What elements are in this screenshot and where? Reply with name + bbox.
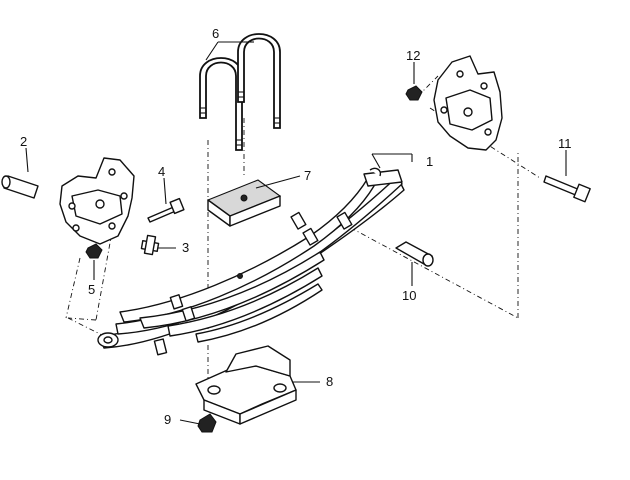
u-bolts xyxy=(199,33,281,151)
callout-12: 12 xyxy=(406,48,420,63)
callout-1: 1 xyxy=(426,154,433,169)
callout-10: 10 xyxy=(402,288,416,303)
nut-12 xyxy=(405,85,423,101)
front-hanger-bracket xyxy=(59,157,135,245)
rear-bushing-10 xyxy=(395,241,434,267)
spring-pin-2 xyxy=(1,175,39,199)
leaf-spring xyxy=(97,167,405,349)
nut-5 xyxy=(85,243,103,259)
callout-9: 9 xyxy=(164,412,171,427)
callout-11: 11 xyxy=(558,136,572,151)
rear-hanger-bracket xyxy=(433,55,503,151)
bolt-4 xyxy=(147,197,185,223)
shackle-bolt-3 xyxy=(140,234,160,256)
callout-8: 8 xyxy=(326,374,333,389)
callout-5: 5 xyxy=(88,282,95,297)
callout-6: 6 xyxy=(212,26,219,41)
spacer-pad xyxy=(206,179,282,227)
callouts: 1 2 3 4 5 6 7 8 9 10 11 12 xyxy=(20,26,572,427)
callout-2: 2 xyxy=(20,134,27,149)
rear-bolt-11 xyxy=(543,175,591,203)
callout-3: 3 xyxy=(182,240,189,255)
nut-9 xyxy=(197,413,217,433)
leader-lines xyxy=(25,41,567,425)
spring-clips xyxy=(153,211,353,356)
callout-7: 7 xyxy=(304,168,311,183)
callout-4: 4 xyxy=(158,164,165,179)
spring-seat xyxy=(195,345,297,425)
